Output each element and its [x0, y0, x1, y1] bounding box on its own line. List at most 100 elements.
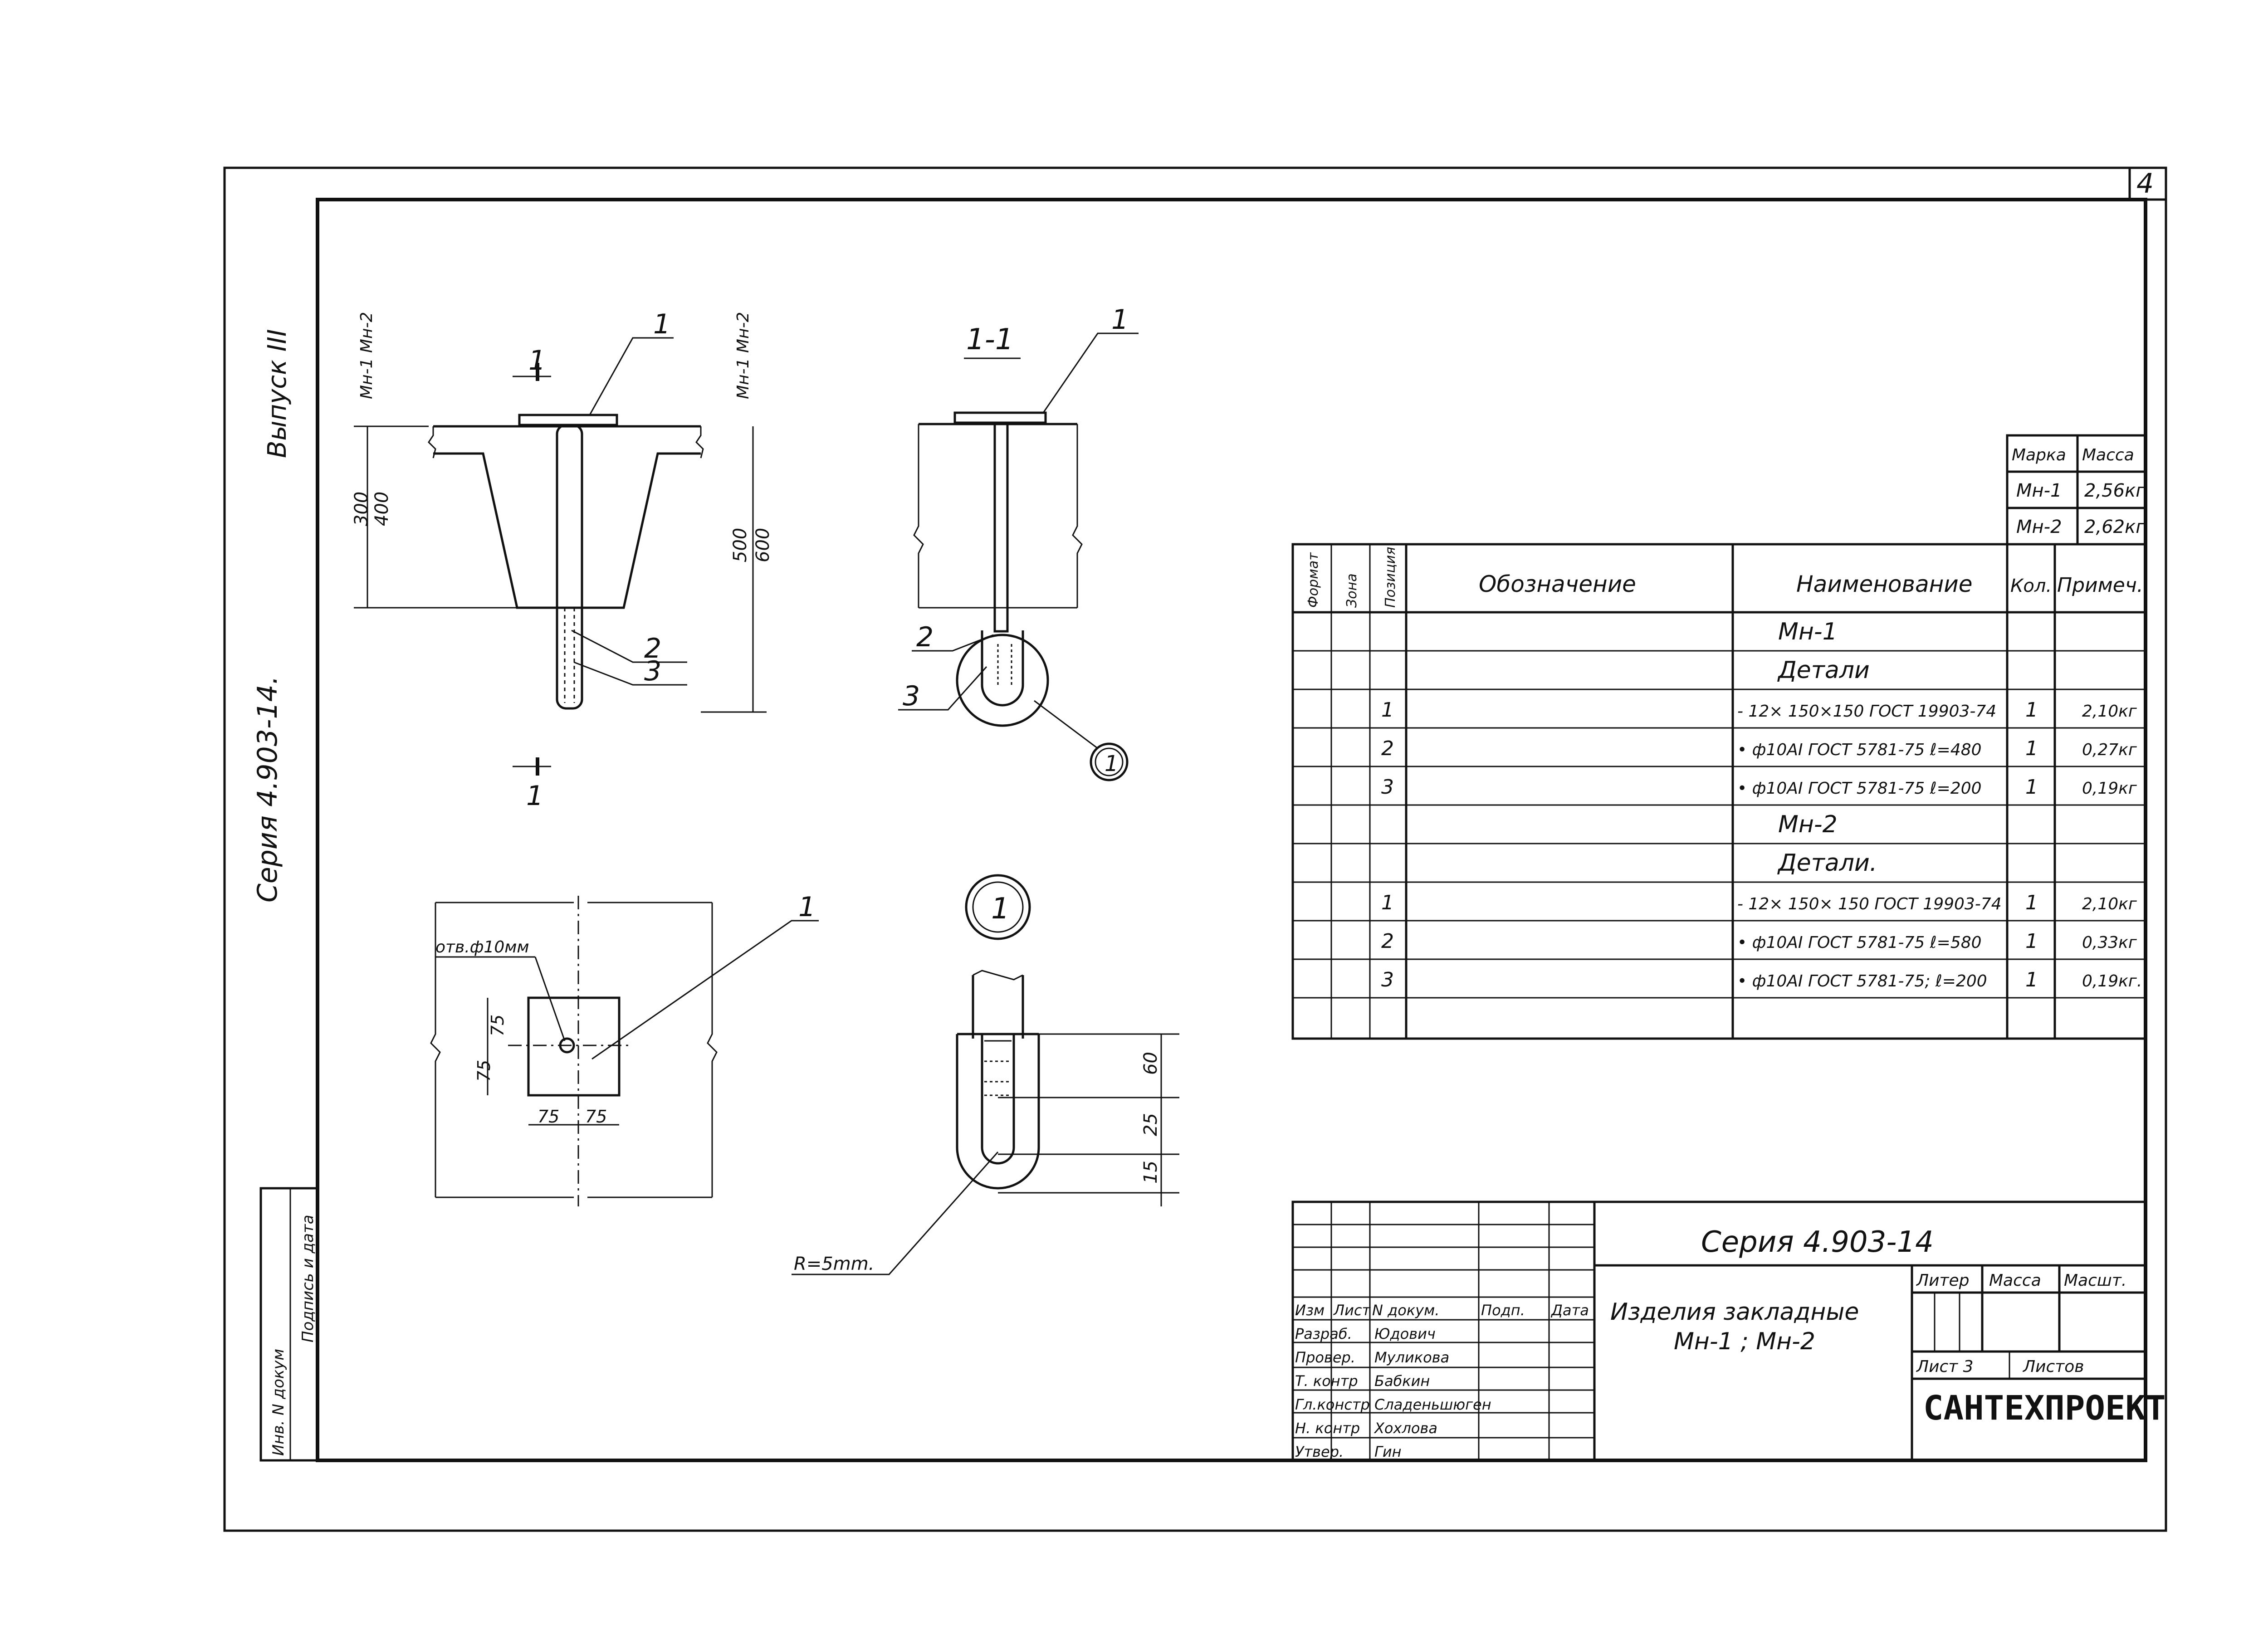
- spec-cell-note: 0,27кг: [2082, 741, 2137, 759]
- spec-cell-position: 2: [1381, 930, 1394, 953]
- spec-header-note: Примеч.: [2057, 574, 2143, 597]
- tb-mass: Масса: [1989, 1271, 2041, 1290]
- dim-60: 60: [1140, 1052, 1161, 1075]
- spec-cell-qty: 1: [2025, 737, 2038, 760]
- margin-label-sign: Подпись и дата: [299, 1215, 317, 1342]
- tb-role: Провер.: [1295, 1349, 1355, 1366]
- hole-label: отв.ф10мм: [435, 938, 529, 957]
- spec-cell-note: 0,19кг: [2082, 779, 2137, 798]
- tb-organization: САНТЕХПРОЕКТ: [1923, 1389, 2166, 1428]
- dim-300: 300: [351, 492, 372, 526]
- dim-500: 500: [730, 528, 751, 562]
- spec-cell-note: 0,33кг: [2082, 933, 2137, 952]
- spec-cell-position: 1: [1381, 698, 1394, 722]
- tb-role: Гл.констр: [1295, 1396, 1370, 1413]
- spec-header-position: Позиция: [1383, 547, 1398, 608]
- spec-cell-position: 1: [1381, 891, 1394, 914]
- tb-col-ndoc: N докум.: [1372, 1302, 1439, 1319]
- tb-person: Бабкин: [1374, 1372, 1430, 1390]
- spec-header-format: Формат: [1305, 552, 1321, 608]
- cut-label-bottom: 1: [526, 780, 543, 812]
- spec-cell-position: 3: [1381, 968, 1394, 991]
- detail-1-view: 1 60 25 15 R=5mm.: [792, 874, 1179, 1275]
- dim-75-d: 75: [585, 1107, 607, 1127]
- spec-cell-note: 2,10кг: [2082, 895, 2137, 913]
- mass-table-mark-1: Мн-1: [2016, 480, 2062, 501]
- radius-label: R=5mm.: [794, 1254, 874, 1274]
- spec-group-title: Мн-1: [1778, 618, 1838, 645]
- mass-table-mass-1: 2,56кг: [2084, 480, 2146, 501]
- spec-cell-name: • ф10АI ГОСТ 5781-75 ℓ=580: [1737, 933, 1982, 952]
- callout-1-plan: 1: [798, 891, 816, 923]
- mass-table: Марка Масса Мн-1 2,56кг Мн-2 2,62кг: [2006, 434, 2147, 546]
- mass-table-mass-2: 2,62кг: [2084, 517, 2146, 537]
- spec-cell-name: - 12× 150× 150 ГОСТ 19903-74: [1737, 895, 2002, 913]
- tb-scale: Масшт.: [2064, 1271, 2126, 1290]
- spec-cell-name: • ф10АI ГОСТ 5781-75; ℓ=200: [1737, 972, 1987, 991]
- series-vertical-label: Серия 4.903-14.: [252, 676, 284, 903]
- left-margin-strip: Инв. N докум Подпись и дата: [259, 1187, 319, 1462]
- callout-2-view2: 2: [916, 621, 934, 653]
- spec-cell-note: 0,19кг.: [2082, 972, 2142, 991]
- tb-person: Юдович: [1374, 1325, 1436, 1342]
- spec-group-title: Детали: [1777, 657, 1870, 684]
- tb-person: Гин: [1374, 1443, 1402, 1460]
- front-section-view: 1 1 1 2 3 300 400 500 600 Мн-1 Мн-2 Мн-1…: [351, 308, 773, 812]
- plan-view: отв.ф10мм 1 75 75 75 75: [430, 891, 819, 1206]
- spec-cell-name: • ф10АI ГОСТ 5781-75 ℓ=200: [1737, 779, 1982, 798]
- tb-col-izm: Изм: [1295, 1302, 1325, 1319]
- tb-sheet: Лист 3: [1916, 1357, 1974, 1376]
- callout-2-view1: 2: [644, 633, 661, 664]
- dim-400: 400: [371, 492, 392, 526]
- section-1-1-title: 1-1: [966, 323, 1014, 356]
- section-1-1-view: 1-1 1 2 3 1: [898, 304, 1139, 781]
- callout-1-view1: 1: [653, 308, 670, 340]
- tb-liter: Литер: [1916, 1271, 1969, 1290]
- tb-person: Сладеньшюген: [1374, 1396, 1491, 1413]
- mark-mn1-right: Мн-1 Мн-2: [734, 312, 753, 399]
- spec-header-zone: Зона: [1344, 573, 1360, 608]
- spec-group-title: Мн-2: [1778, 811, 1838, 838]
- dim-75-a: 75: [488, 1015, 508, 1036]
- tb-role: Утвер.: [1295, 1443, 1344, 1460]
- spec-cell-name: - 12× 150×150 ГОСТ 19903-74: [1737, 702, 1996, 721]
- tb-person: Хохлова: [1374, 1420, 1437, 1437]
- mass-table-header-mark: Марка: [2012, 446, 2066, 464]
- specification-table: Формат Зона Позиция Обозначение Наименов…: [1291, 543, 2147, 1040]
- spec-cell-qty: 1: [2025, 891, 2038, 914]
- callout-1-view2: 1: [1111, 304, 1129, 336]
- dim-600: 600: [753, 528, 773, 562]
- tb-role: Разраб.: [1295, 1325, 1352, 1342]
- tb-col-sign: Подп.: [1481, 1302, 1525, 1319]
- spec-cell-note: 2,10кг: [2082, 702, 2137, 721]
- spec-cell-position: 3: [1381, 776, 1394, 799]
- spec-cell-qty: 1: [2025, 698, 2038, 722]
- tb-person: Муликова: [1374, 1349, 1449, 1366]
- detail-callout-large: 1: [991, 892, 1010, 926]
- mass-table-mark-2: Мн-2: [2016, 517, 2062, 537]
- dim-15: 15: [1140, 1161, 1161, 1184]
- spec-header-designation: Обозначение: [1479, 571, 1636, 597]
- tb-title-line1: Изделия закладные: [1610, 1298, 1859, 1326]
- spec-header-qty: Кол.: [2010, 576, 2052, 596]
- spec-cell-name: • ф10АI ГОСТ 5781-75 ℓ=480: [1737, 741, 1982, 759]
- tb-sheets: Листов: [2022, 1357, 2084, 1376]
- tb-title-line2: Мн-1 ; Мн-2: [1674, 1328, 1815, 1355]
- dim-25: 25: [1140, 1113, 1161, 1136]
- mark-mn1-left: Мн-1 Мн-2: [357, 312, 376, 399]
- margin-label-inv: Инв. N докум: [269, 1349, 288, 1456]
- cut-label-top: 1: [528, 345, 546, 376]
- title-block: Серия 4.903-14 Изделия закладные Мн-1 ; …: [1291, 1201, 2166, 1462]
- tb-role: Т. контр: [1295, 1372, 1358, 1390]
- dim-75-b: 75: [474, 1060, 494, 1082]
- spec-cell-qty: 1: [2025, 776, 2038, 799]
- issue-vertical-label: Выпуск III: [263, 329, 292, 458]
- dim-75-c: 75: [538, 1107, 559, 1127]
- callout-3-view1: 3: [644, 655, 661, 687]
- callout-3-view2: 3: [903, 680, 920, 712]
- tb-col-list: Лист: [1333, 1302, 1371, 1319]
- spec-header-name: Наименование: [1796, 571, 1973, 597]
